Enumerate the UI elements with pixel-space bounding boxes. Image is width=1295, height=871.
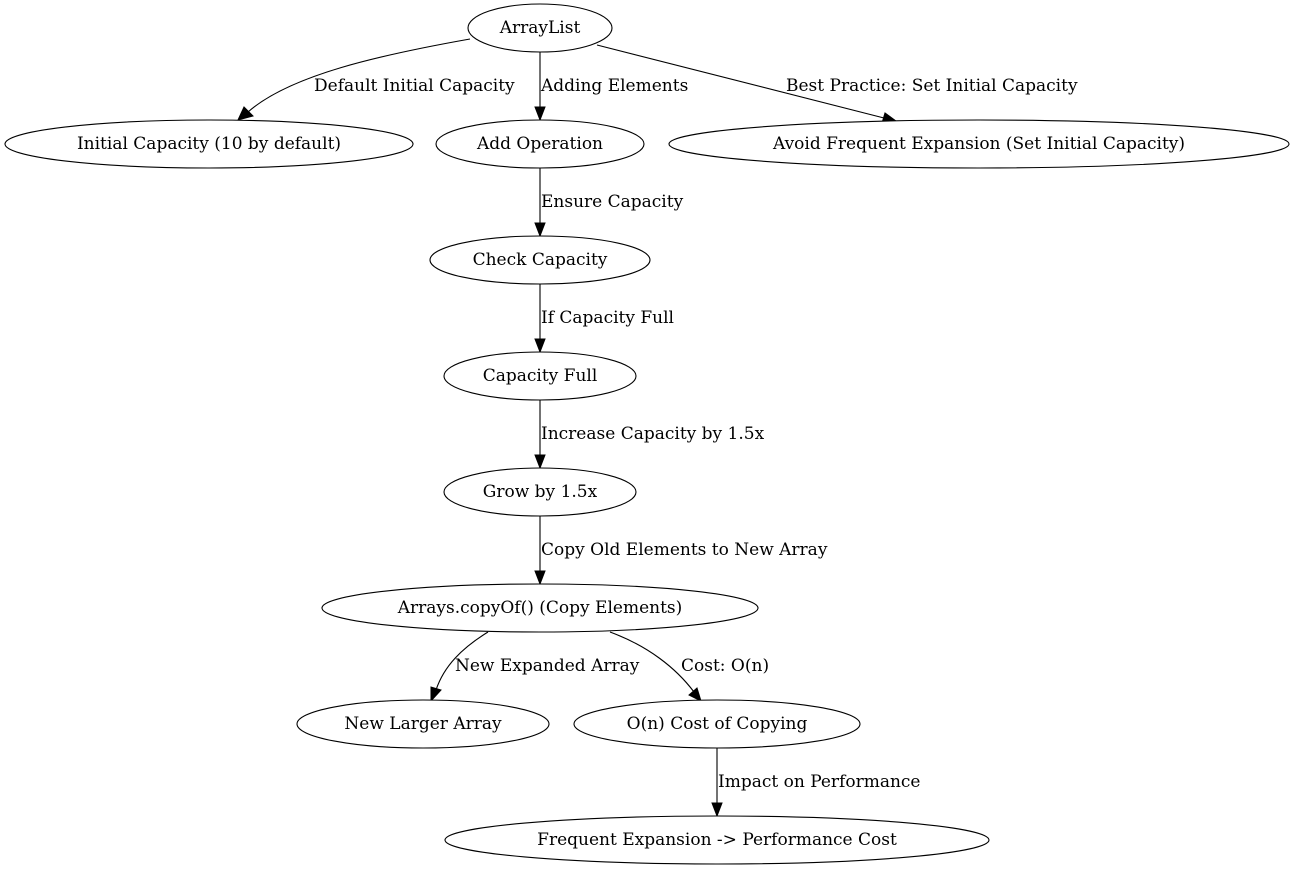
node-label-performance-cost: Frequent Expansion -> Performance Cost	[537, 830, 897, 850]
node-new-larger-array: New Larger Array	[296, 699, 550, 749]
node-performance-cost: Frequent Expansion -> Performance Cost	[444, 815, 990, 865]
node-arraylist: ArrayList	[467, 3, 613, 53]
edges: Default Initial Capacity Adding Elements…	[237, 38, 1078, 818]
node-check-capacity: Check Capacity	[429, 235, 651, 285]
edge-label-new-expanded-array: New Expanded Array	[455, 656, 640, 676]
node-initial-capacity: Initial Capacity (10 by default)	[4, 119, 414, 169]
edge-cost-on: Cost: O(n)	[609, 631, 769, 702]
node-grow: Grow by 1.5x	[443, 467, 637, 517]
edge-label-default-initial-capacity: Default Initial Capacity	[314, 76, 515, 96]
edge-new-expanded-array: New Expanded Array	[430, 631, 640, 703]
node-label-grow: Grow by 1.5x	[483, 482, 598, 502]
edge-if-capacity-full: If Capacity Full	[534, 284, 674, 354]
nodes: ArrayList Initial Capacity (10 by defaul…	[4, 3, 1290, 865]
edge-label-copy-old-elements: Copy Old Elements to New Array	[541, 540, 828, 560]
node-label-avoid-frequent-expansion: Avoid Frequent Expansion (Set Initial Ca…	[772, 134, 1185, 154]
edge-label-if-capacity-full: If Capacity Full	[541, 308, 674, 328]
node-label-capacity-full: Capacity Full	[483, 366, 598, 386]
node-label-check-capacity: Check Capacity	[473, 250, 608, 270]
node-add-operation: Add Operation	[435, 119, 645, 169]
edge-default-initial-capacity: Default Initial Capacity	[237, 38, 515, 121]
edge-copy-old-elements: Copy Old Elements to New Array	[534, 516, 828, 586]
node-label-arraylist: ArrayList	[499, 18, 581, 38]
edge-increase-capacity: Increase Capacity by 1.5x	[534, 400, 765, 470]
edge-label-increase-capacity: Increase Capacity by 1.5x	[541, 424, 765, 444]
edge-adding-elements: Adding Elements	[534, 52, 688, 122]
node-label-initial-capacity: Initial Capacity (10 by default)	[77, 134, 341, 154]
edge-label-best-practice: Best Practice: Set Initial Capacity	[786, 76, 1078, 96]
node-capacity-full: Capacity Full	[443, 351, 637, 401]
edge-label-adding-elements: Adding Elements	[540, 76, 688, 96]
edge-label-cost-on: Cost: O(n)	[681, 656, 769, 676]
node-avoid-frequent-expansion: Avoid Frequent Expansion (Set Initial Ca…	[668, 119, 1290, 169]
node-copy-cost: O(n) Cost of Copying	[573, 699, 861, 749]
node-label-copy-elements: Arrays.copyOf() (Copy Elements)	[397, 598, 683, 618]
node-copy-elements: Arrays.copyOf() (Copy Elements)	[321, 583, 759, 633]
node-label-add-operation: Add Operation	[476, 134, 603, 154]
edge-ensure-capacity: Ensure Capacity	[534, 168, 684, 238]
node-label-copy-cost: O(n) Cost of Copying	[627, 714, 808, 734]
edge-label-ensure-capacity: Ensure Capacity	[541, 192, 684, 212]
edge-label-impact-on-performance: Impact on Performance	[718, 772, 921, 792]
node-label-new-larger-array: New Larger Array	[344, 714, 502, 734]
edge-impact-on-performance: Impact on Performance	[711, 748, 921, 818]
